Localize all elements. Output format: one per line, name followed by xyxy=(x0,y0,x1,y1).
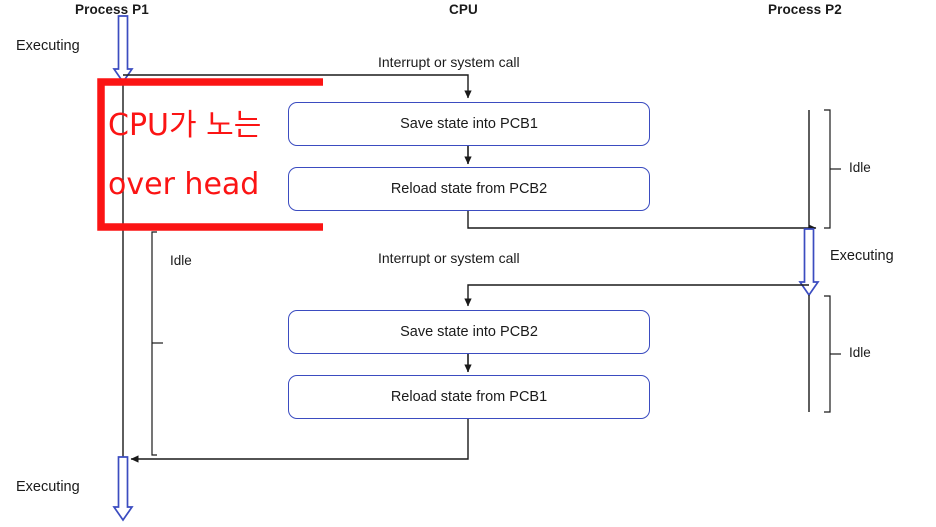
annotation-text-line2: over head xyxy=(108,167,260,202)
cpu-to-p2-path xyxy=(467,211,817,232)
column-title-p1: Process P1 xyxy=(75,2,149,17)
interrupt-2-path xyxy=(464,284,809,307)
p1-executing-bottom-arrow xyxy=(112,456,134,522)
process-box-reload-pcb2[interactable]: Reload state from PCB2 xyxy=(288,167,650,211)
p1-idle-bracket xyxy=(151,231,163,456)
annotation-text-line1: CPU가 노는 xyxy=(108,108,262,143)
red-annotation-bracket xyxy=(97,78,323,231)
flow-label-interrupt-1: Interrupt or system call xyxy=(378,54,520,70)
process-box-save-pcb2[interactable]: Save state into PCB2 xyxy=(288,310,650,354)
state-label-p1-executing-bottom: Executing xyxy=(16,479,80,495)
state-label-p1-executing-top: Executing xyxy=(16,38,80,54)
interrupt-1-path xyxy=(123,74,472,99)
cpu-to-p1-path xyxy=(130,419,469,463)
process-box-label: Save state into PCB1 xyxy=(400,116,538,132)
process-box-label: Save state into PCB2 xyxy=(400,324,538,340)
state-label-p1-idle: Idle xyxy=(170,253,192,268)
p2-idle-top-bracket xyxy=(824,109,841,229)
process-box-label: Reload state from PCB1 xyxy=(390,389,548,405)
flow-label-interrupt-2: Interrupt or system call xyxy=(378,250,520,266)
state-label-p2-executing: Executing xyxy=(830,248,894,264)
process-box-label: Reload state from PCB2 xyxy=(390,181,548,197)
process-box-reload-pcb1[interactable]: Reload state from PCB1 xyxy=(288,375,650,419)
p2-executing-arrow xyxy=(798,228,820,297)
column-title-p2: Process P2 xyxy=(768,2,842,17)
p2-idle-bottom-bracket xyxy=(824,295,841,413)
column-title-cpu: CPU xyxy=(449,2,478,17)
process-box-save-pcb1[interactable]: Save state into PCB1 xyxy=(288,102,650,146)
state-label-p2-idle-top: Idle xyxy=(849,160,871,175)
p1-executing-top-arrow xyxy=(112,15,134,84)
state-label-p2-idle-bottom: Idle xyxy=(849,345,871,360)
